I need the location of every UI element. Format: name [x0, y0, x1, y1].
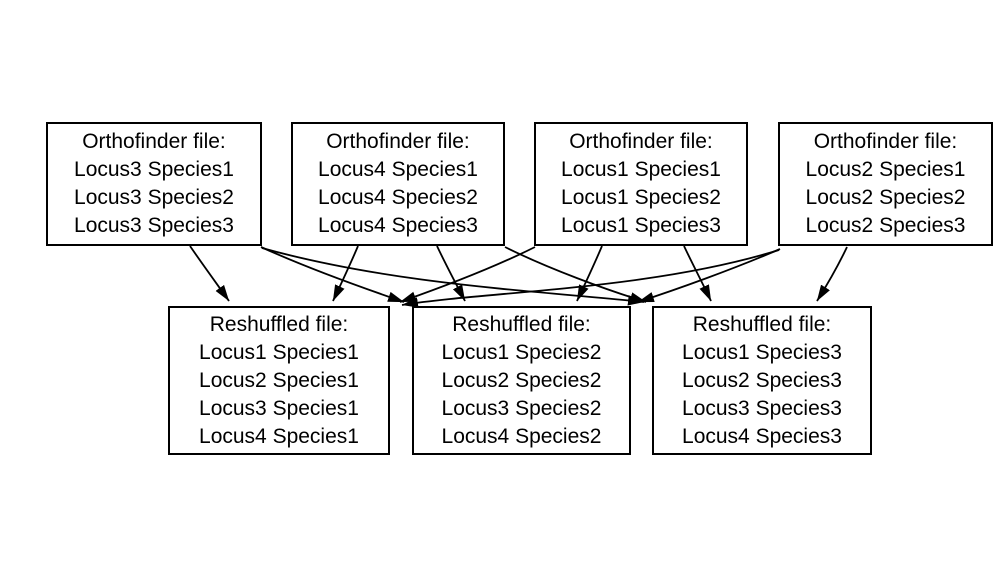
node-line: Locus3 Species2	[441, 396, 602, 420]
node-line: Locus2 Species2	[805, 186, 966, 209]
node-line: Locus4 Species2	[318, 186, 478, 209]
edge-orthofinder-file-locus3-to-reshuffled-file-species2	[260, 246, 405, 303]
node-line: Locus4 Species3	[318, 214, 478, 237]
edge-orthofinder-file-locus4-to-reshuffled-file-species3	[504, 246, 647, 303]
node-line: Locus2 Species1	[199, 368, 359, 392]
edge-orthofinder-file-locus1-to-reshuffled-file-species2	[576, 245, 603, 302]
node-line: Locus1 Species3	[561, 214, 721, 237]
edge-orthofinder-file-locus4-to-reshuffled-file-species1	[332, 245, 359, 302]
node-line: Locus4 Species1	[318, 158, 478, 181]
node-line: Locus4 Species3	[682, 424, 842, 448]
node-title: Reshuffled file:	[452, 312, 591, 336]
node-line: Locus2 Species3	[805, 214, 966, 237]
edge-orthofinder-file-locus1-to-reshuffled-file-species1	[399, 246, 536, 303]
node-line: Locus4 Species1	[199, 424, 359, 448]
node-title: Reshuffled file:	[209, 312, 349, 336]
edge-orthofinder-file-locus2-to-reshuffled-file-species3	[816, 246, 848, 302]
node-line: Locus2 Species3	[682, 368, 842, 392]
node-line: Locus3 Species3	[682, 396, 842, 420]
node-title: Orthofinder file:	[326, 130, 470, 153]
node-line: Locus2 Species2	[441, 368, 602, 392]
node-line: Locus3 Species3	[74, 214, 234, 237]
node-line: Locus3 Species1	[74, 158, 234, 181]
node-line: Locus2 Species1	[805, 158, 966, 181]
edge-orthofinder-file-locus4-to-reshuffled-file-species2	[436, 245, 466, 302]
edge-orthofinder-file-locus3-to-reshuffled-file-species1	[189, 245, 230, 302]
node-title: Orthofinder file:	[82, 130, 226, 153]
node-title: Orthofinder file:	[569, 130, 713, 153]
node-line: Locus3 Species2	[74, 186, 234, 209]
node-line: Locus1 Species2	[441, 340, 602, 364]
edge-orthofinder-file-locus1-to-reshuffled-file-species3	[683, 245, 712, 302]
node-line: Locus1 Species3	[682, 340, 842, 364]
node-line: Locus4 Species2	[441, 424, 602, 448]
edge-orthofinder-file-locus2-to-reshuffled-file-species2	[637, 248, 781, 303]
edge-orthofinder-file-locus3-to-reshuffled-file-species3	[261, 247, 645, 306]
edge-orthofinder-file-locus2-to-reshuffled-file-species1	[401, 249, 780, 308]
node-line: Locus1 Species1	[561, 158, 721, 181]
node-title: Reshuffled file:	[692, 312, 832, 336]
node-line: Locus1 Species2	[561, 186, 721, 209]
node-title: Orthofinder file:	[813, 130, 958, 153]
node-line: Locus1 Species1	[199, 340, 359, 364]
node-line: Locus3 Species1	[199, 396, 359, 420]
